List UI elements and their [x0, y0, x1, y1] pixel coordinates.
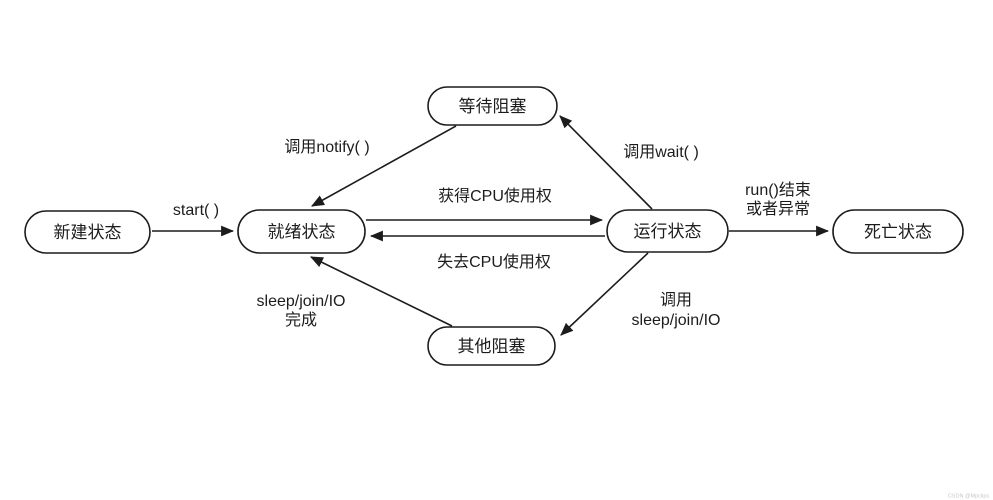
state-node-running: 运行状态 — [606, 209, 729, 253]
state-node-label-running: 运行状态 — [634, 222, 702, 241]
state-node-label-other: 其他阻塞 — [458, 337, 526, 356]
edge-io-done — [310, 256, 453, 327]
state-node-ready: 就绪状态 — [237, 209, 366, 254]
state-node-label-new: 新建状态 — [54, 223, 122, 242]
edge-label-start: start( ) — [173, 202, 219, 219]
state-node-label-ready: 就绪状态 — [268, 223, 336, 242]
edge-label-notify: 调用notify( ) — [284, 138, 369, 156]
state-node-new: 新建状态 — [24, 210, 151, 254]
edge-wait — [559, 115, 653, 210]
state-node-dead: 死亡状态 — [832, 209, 964, 254]
edge-label-run-end: run()结束或者异常 — [745, 181, 811, 218]
watermark: CSDN @Mpclips — [947, 492, 989, 499]
edge-label-lose-cpu: 失去CPU使用权 — [437, 253, 551, 271]
state-node-label-dead: 死亡状态 — [864, 223, 932, 242]
edge-call-io — [560, 252, 649, 336]
state-node-waiting: 等待阻塞 — [427, 86, 558, 126]
state-node-other: 其他阻塞 — [427, 326, 556, 366]
edge-notify — [311, 125, 457, 207]
edge-label-wait: 调用wait( ) — [623, 143, 699, 161]
edge-label-gain-cpu: 获得CPU使用权 — [438, 187, 552, 205]
state-node-label-waiting: 等待阻塞 — [459, 97, 527, 116]
